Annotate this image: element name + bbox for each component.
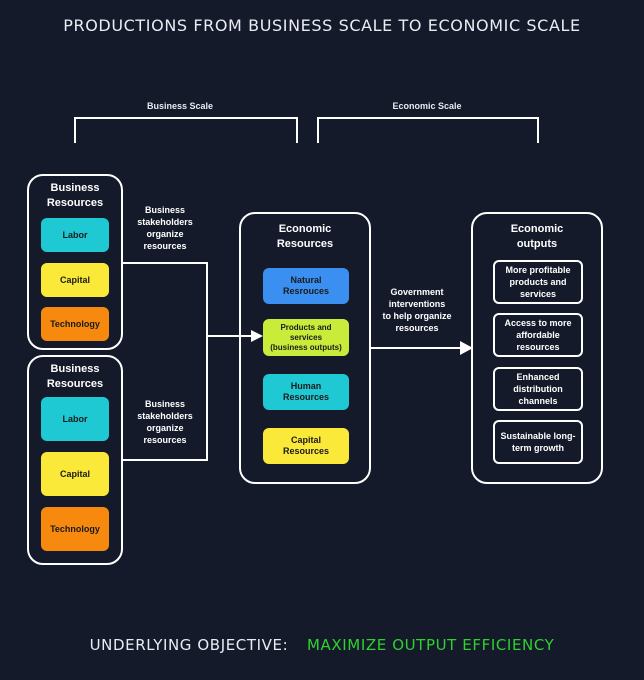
output-item: Access to more affordable resources (493, 313, 583, 357)
pill-label: Natural Resrouces (282, 275, 330, 296)
output-label: Access to more affordable resources (504, 318, 572, 352)
capital-pill: Capital (41, 452, 109, 496)
economic-scale-bracket (317, 117, 539, 143)
stakeholders-caption-top: Business stakeholders organize resources (137, 205, 193, 251)
pill-label: Technology (50, 318, 100, 329)
business-resources-card-2: Business Resources Labor Capital Technol… (27, 355, 123, 565)
technology-pill: Technology (41, 507, 109, 551)
arrow-head-1 (251, 330, 263, 342)
human-resources-pill: Human Resources (263, 374, 349, 410)
capital-pill: Capital (41, 263, 109, 297)
business-connector (122, 262, 208, 461)
pill-label: Human Resources (282, 381, 330, 402)
business-scale-bracket (74, 117, 298, 143)
card-title: Business Resources (46, 182, 104, 209)
labor-pill: Labor (41, 397, 109, 441)
card-title: Economic Resources (276, 223, 334, 250)
economic-resources-card: Economic Resources Natural Resrouces Pro… (239, 212, 371, 484)
card-title: Business Resources (46, 363, 104, 390)
output-item: Sustainable long- term growth (493, 420, 583, 464)
pill-label: Technology (50, 523, 100, 534)
objective-highlight: MAXIMIZE OUTPUT EFFICIENCY (307, 636, 555, 654)
output-label: Sustainable long- term growth (500, 431, 576, 453)
pill-label: Capital (59, 468, 90, 479)
stakeholders-caption-bottom: Business stakeholders organize resources (137, 399, 193, 445)
card-title: Economic outputs (510, 223, 564, 250)
natural-resources-pill: Natural Resrouces (263, 268, 349, 304)
output-label: Enhanced distribution channels (513, 372, 563, 406)
business-scale-label: Business Scale (146, 101, 214, 111)
output-item: Enhanced distribution channels (493, 367, 583, 411)
pill-label: Capital (59, 274, 90, 285)
government-caption: Government interventions to help organiz… (382, 287, 452, 333)
economic-scale-label: Economic Scale (392, 101, 462, 111)
arrow-head-2 (460, 341, 473, 355)
technology-pill: Technology (41, 307, 109, 341)
pill-label: Products and services (business outputs) (270, 322, 342, 352)
economic-outputs-card: Economic outputs More profitable product… (471, 212, 603, 484)
output-item: More profitable products and services (493, 260, 583, 304)
labor-pill: Labor (41, 218, 109, 252)
products-services-pill: Products and services (business outputs) (263, 319, 349, 356)
pill-label: Labor (62, 229, 88, 240)
capital-resources-pill: Capital Resources (263, 428, 349, 464)
objective-prefix: UNDERLYING OBJECTIVE: (89, 636, 289, 654)
pill-label: Labor (62, 413, 88, 424)
underlying-objective: UNDERLYING OBJECTIVE: MAXIMIZE OUTPUT EF… (0, 636, 644, 654)
output-label: More profitable products and services (505, 265, 571, 299)
page-title: PRODUCTIONS FROM BUSINESS SCALE TO ECONO… (63, 16, 581, 35)
business-resources-card-1: Business Resources Labor Capital Technol… (27, 174, 123, 350)
pill-label: Capital Resources (282, 435, 330, 456)
